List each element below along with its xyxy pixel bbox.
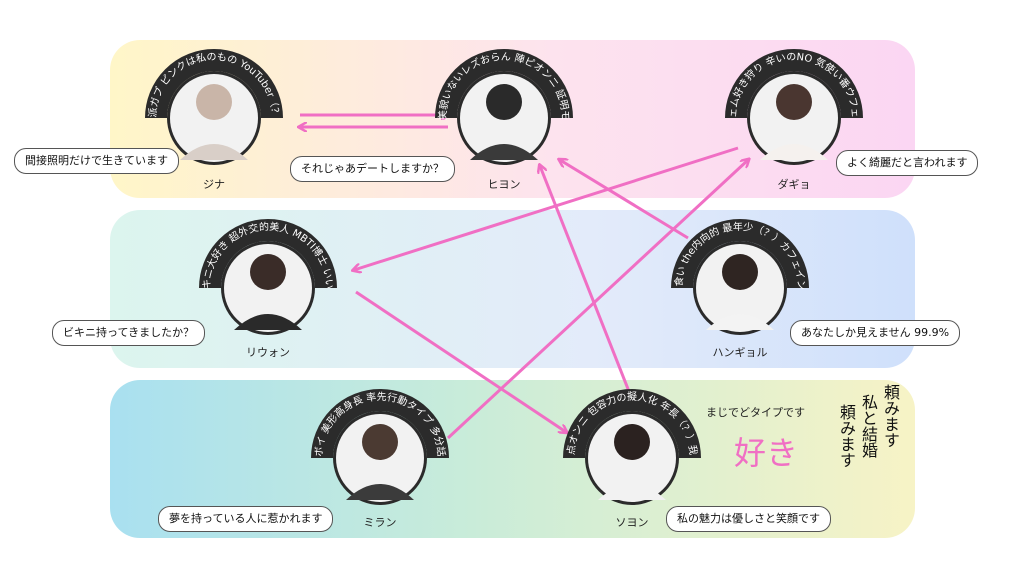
arrow-hangyol-to-hiyon xyxy=(560,160,689,240)
bubble-riwon: ビキニ持ってきましたか？ xyxy=(52,320,206,346)
svg-text:フェム好き狩り 辛いのNO 気使い番ウフェチ: フェム好き狩り 辛いのNO 気使い番ウフェチ xyxy=(0,0,860,118)
tags-dagyo: フェム好き狩り 辛いのNO 気使い番ウフェチ xyxy=(0,0,860,118)
name-riwon: リウォン xyxy=(246,346,290,359)
name-miran: ミラン xyxy=(363,516,397,529)
annotation-col3: 頼みます xyxy=(837,404,856,468)
bubble-soyon: 私の魅力は優しさと笑顔です xyxy=(666,506,831,532)
arrow-dagyo-to-riwon xyxy=(354,146,739,270)
bubble-dagyo: よく綺麗だと言われます xyxy=(836,150,979,176)
arrow-riwon-to-soyon xyxy=(355,290,566,432)
bubble-jina: 間接照明だけで生きています xyxy=(14,148,179,174)
bubble-miran: 夢を持っている人に惹かれます xyxy=(158,506,334,532)
arrow-miran-to-dagyo xyxy=(446,160,748,440)
svg-text:笑顔満点オンニ 包容力の擬人化 年長（？）我の推し: 笑顔満点オンニ 包容力の擬人化 年長（？）我の推し xyxy=(0,0,699,456)
name-hangyol: ハンギョル xyxy=(712,346,768,359)
tags-soyon: 笑顔満点オンニ 包容力の擬人化 年長（？）我の推し xyxy=(0,0,699,456)
arrow-soyon-to-hiyon xyxy=(540,166,632,395)
bubble-hiyon: それじゃあデートしますか？ xyxy=(290,156,455,182)
avatar-dagyo: フェム好き狩り 辛いのNO 気使い番ウフェチ xyxy=(0,0,863,165)
name-soyon: ソヨン xyxy=(615,516,649,529)
bubble-hangyol: あなたしか見えません 99.9% xyxy=(790,320,961,346)
relationship-arrows xyxy=(300,115,748,440)
annotation-col1: 頼みます xyxy=(881,384,900,448)
annotation-col2: 私と結婚 xyxy=(859,394,878,458)
annotation-suki: 好き xyxy=(734,434,799,472)
avatar-hiyon: この美貌いないレズおらん 陣ピオンニ 証明モテ女 xyxy=(0,0,573,165)
name-hiyon: ヒヨン xyxy=(487,178,521,191)
name-dagyo: ダギョ xyxy=(777,178,811,191)
avatar-jina: 猫派ガブ ピンクは私のもの YouTuber（？） xyxy=(0,0,283,165)
annotation-type-note: まじでどタイプです xyxy=(706,406,805,419)
name-jina: ジナ xyxy=(203,178,225,191)
